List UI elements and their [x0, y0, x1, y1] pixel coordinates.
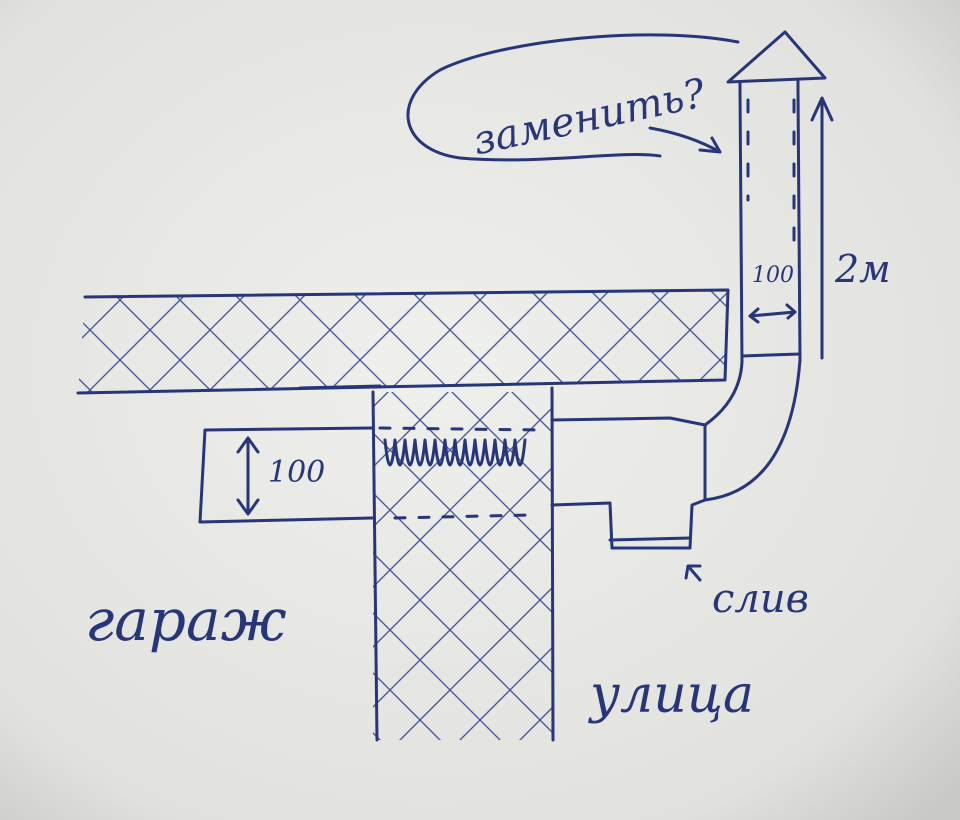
pipe-cap	[726, 30, 827, 94]
vertical-pipe: 100	[738, 88, 802, 364]
garage-label: гараж	[85, 586, 287, 654]
street-label: улица	[588, 665, 754, 725]
ceiling-slab	[76, 288, 730, 395]
pipe-height-label: 2м	[834, 247, 891, 291]
duct-height-label: 100	[268, 455, 325, 490]
drain-label-group: слив	[684, 564, 809, 622]
spring-coil	[378, 426, 542, 520]
pipe-diameter-label: 100	[752, 263, 794, 288]
height-dimension: 2м	[810, 96, 891, 360]
street-duct	[550, 358, 802, 550]
drain-label: слив	[712, 576, 809, 622]
garage-duct: 100	[198, 426, 374, 524]
